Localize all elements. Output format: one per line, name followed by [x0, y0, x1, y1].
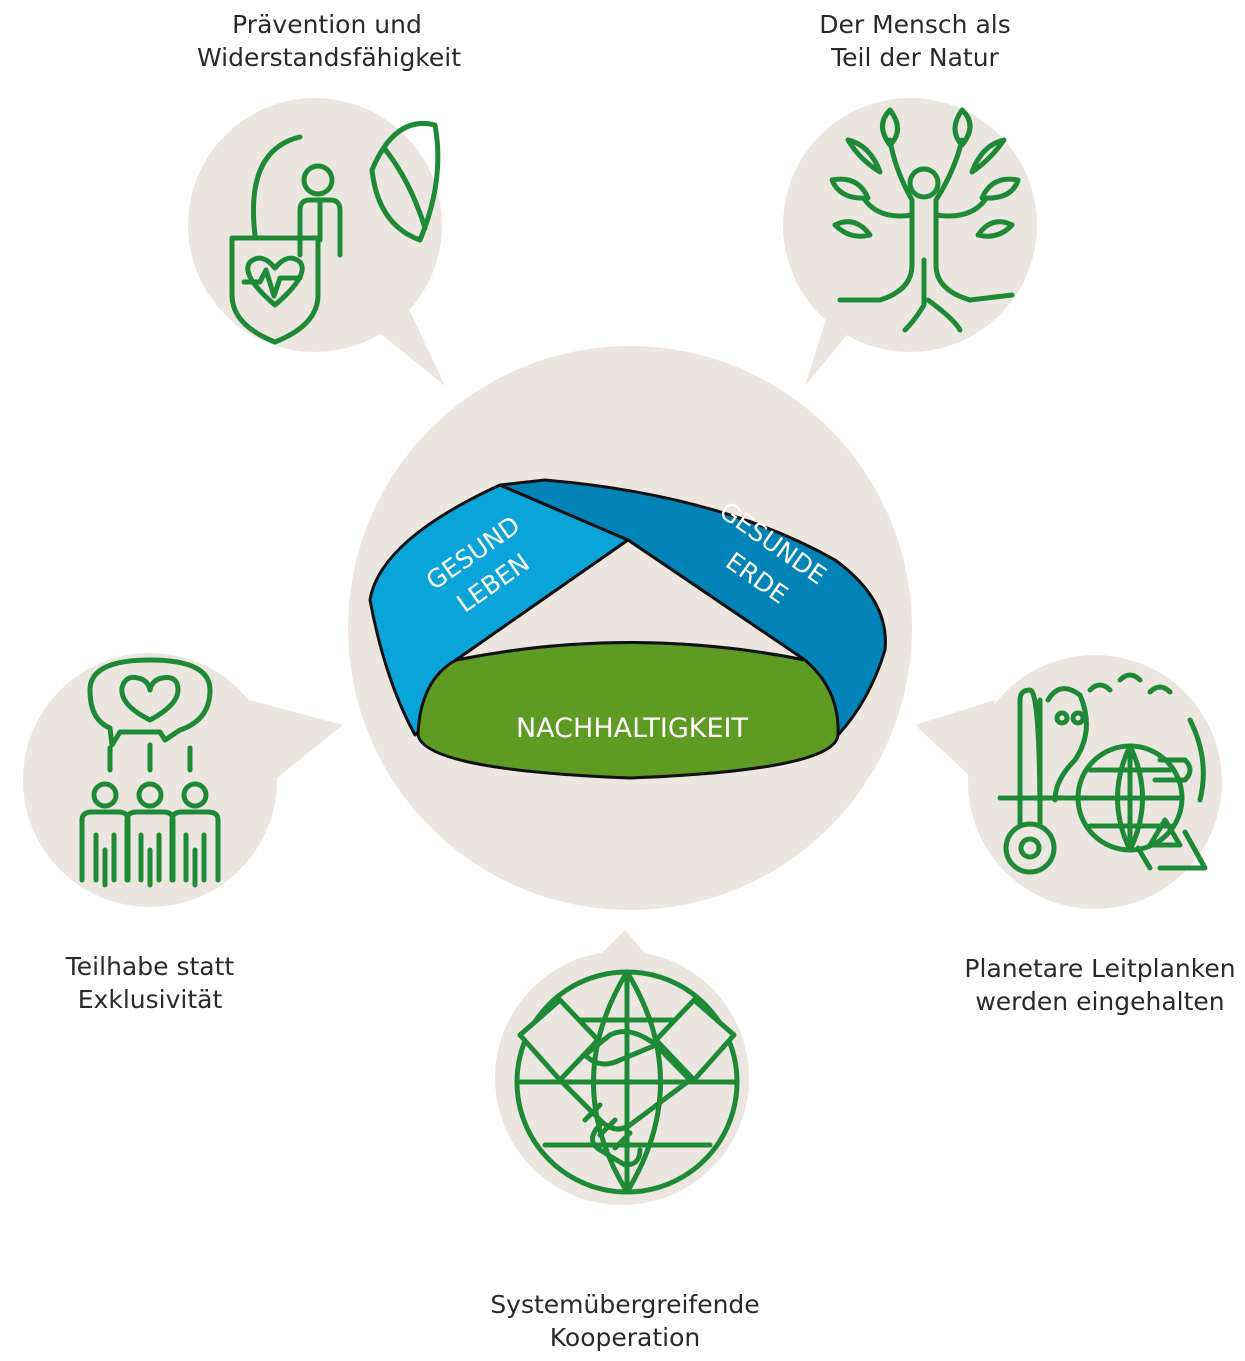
band-bottom-label: NACHHALTIGKEIT — [516, 713, 749, 744]
bubble-left — [23, 653, 343, 907]
caption-top-left-line-1: Prävention und — [232, 10, 422, 39]
caption-left-line-1: Teilhabe statt — [65, 952, 235, 981]
caption-bottom-line-2: Kooperation — [549, 1323, 701, 1352]
planetary-boundaries-icon — [997, 672, 1208, 875]
caption-bottom-line-1: Systemübergreifende — [490, 1290, 760, 1319]
band-nachhaltigkeit — [416, 641, 840, 780]
caption-right-line-1: Planetare Leitplanken — [964, 954, 1236, 983]
tree-person-icon — [829, 107, 1021, 333]
caption-left: Teilhabe statt Exklusivität — [45, 950, 255, 1016]
caption-top-right-line-1: Der Mensch als — [819, 10, 1011, 39]
caption-top-right: Der Mensch als Teil der Natur — [800, 8, 1030, 74]
caption-right: Planetare Leitplanken werden eingehalten — [955, 952, 1245, 1018]
caption-bottom: Systemübergreifende Kooperation — [480, 1288, 770, 1354]
caption-top-left-line-2: Widerstandsfähigkeit — [197, 43, 462, 72]
prevention-icon — [229, 121, 441, 345]
caption-top-left: Prävention und Widerstandsfähigkeit — [197, 8, 462, 74]
moebius-band: GESUND LEBEN GESUNDE ERDE NACHHALTIGKEIT — [368, 478, 887, 780]
caption-right-line-2: werden eingehalten — [975, 987, 1225, 1016]
band-inner-area — [454, 538, 807, 662]
participation-icon — [79, 657, 221, 888]
caption-left-line-2: Exklusivität — [77, 985, 223, 1014]
cooperation-icon — [514, 969, 740, 1195]
caption-top-right-line-2: Teil der Natur — [831, 43, 999, 72]
